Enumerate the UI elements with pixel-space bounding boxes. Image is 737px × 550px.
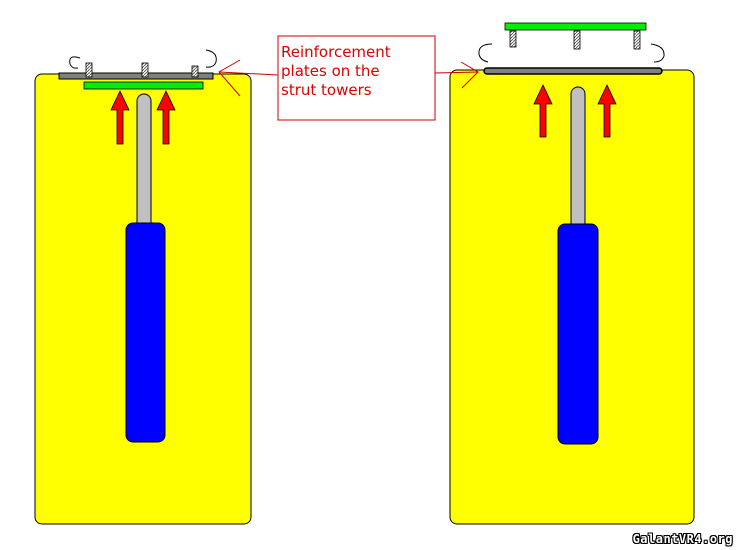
callout-arrowhead-left <box>218 59 241 97</box>
right-reinforcement-plate <box>504 22 647 31</box>
watermark: GalantVR4.org <box>632 532 733 546</box>
right-mount-plate <box>483 67 663 75</box>
right-stud-1 <box>509 30 517 48</box>
left-reinforcement-plate <box>83 81 204 90</box>
right-stud-2 <box>573 30 581 50</box>
callout-line-3: strut towers <box>281 81 372 99</box>
left-stud-1 <box>85 62 93 78</box>
left-force-arrow-2 <box>156 90 176 145</box>
right-stud-3 <box>633 30 641 50</box>
left-stud-2 <box>141 62 149 78</box>
callout-text: Reinforcement plates on the strut towers <box>281 43 431 100</box>
right-shock-shaft <box>570 86 586 231</box>
right-shock-body <box>557 223 599 445</box>
left-mount-plate <box>58 72 214 80</box>
callout-line-2: plates on the <box>281 62 380 80</box>
callout-pointer-right <box>434 71 479 74</box>
right-force-arrow-2 <box>597 84 617 138</box>
left-shock-body <box>125 222 166 443</box>
left-stud-3 <box>191 65 199 78</box>
left-assembly <box>34 49 252 525</box>
left-strut-mount-bracket <box>69 49 217 69</box>
callout-line-1: Reinforcement <box>281 43 391 61</box>
callout <box>218 35 479 121</box>
left-force-arrow-1 <box>110 90 130 145</box>
right-strut-mount-bracket <box>478 43 665 63</box>
callout-box <box>277 35 436 121</box>
right-force-arrow-1 <box>533 84 553 138</box>
callout-pointer-left <box>218 71 279 76</box>
left-shock-shaft <box>136 93 152 230</box>
right-assembly <box>449 22 695 525</box>
callout-arrowhead-right <box>460 61 479 89</box>
